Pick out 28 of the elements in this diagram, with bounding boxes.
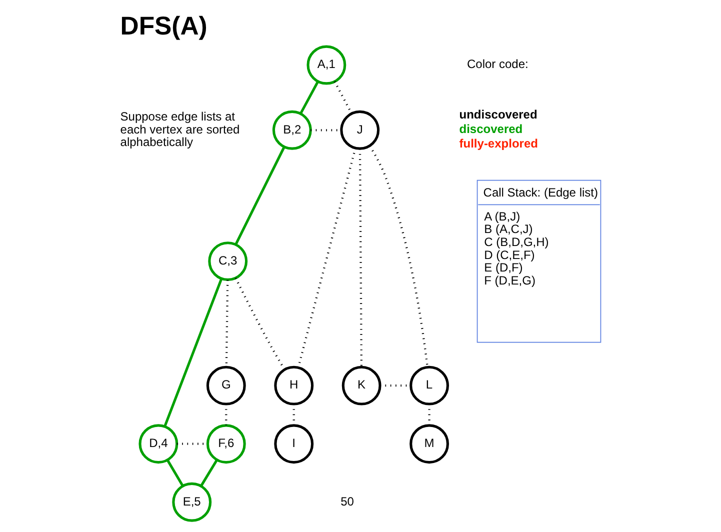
node-circle: L	[410, 366, 449, 406]
label: 50	[340, 494, 354, 508]
label: Color code:	[467, 57, 528, 72]
node-circle: E,5	[172, 482, 212, 522]
node-circle: G	[206, 366, 246, 406]
node-circle: B,2	[272, 110, 312, 150]
diagram-title: DFS(A)	[120, 12, 208, 41]
connector	[166, 460, 184, 486]
connector	[368, 146, 428, 368]
connector	[164, 278, 223, 427]
node-circle: F,6	[206, 424, 246, 464]
node-circle: D,4	[138, 424, 178, 464]
node-circle: M	[410, 424, 449, 464]
connector	[200, 459, 218, 487]
legend-label: undiscovered	[459, 107, 538, 122]
connector	[234, 146, 286, 245]
node-circle: J	[340, 110, 380, 150]
node-circle: A,1	[306, 45, 346, 85]
node-circle: K	[342, 366, 382, 406]
node-circle: C,3	[208, 242, 248, 281]
label: Suppose edge lists at each vertex are sorted alphabetically	[120, 109, 240, 150]
legend-label: fully-explored	[459, 136, 538, 150]
legend-label: discovered	[459, 122, 523, 136]
connector	[358, 148, 363, 367]
node-circle: I	[274, 424, 314, 464]
node-circle: H	[274, 366, 314, 406]
connector	[234, 278, 286, 370]
connector	[300, 80, 320, 114]
